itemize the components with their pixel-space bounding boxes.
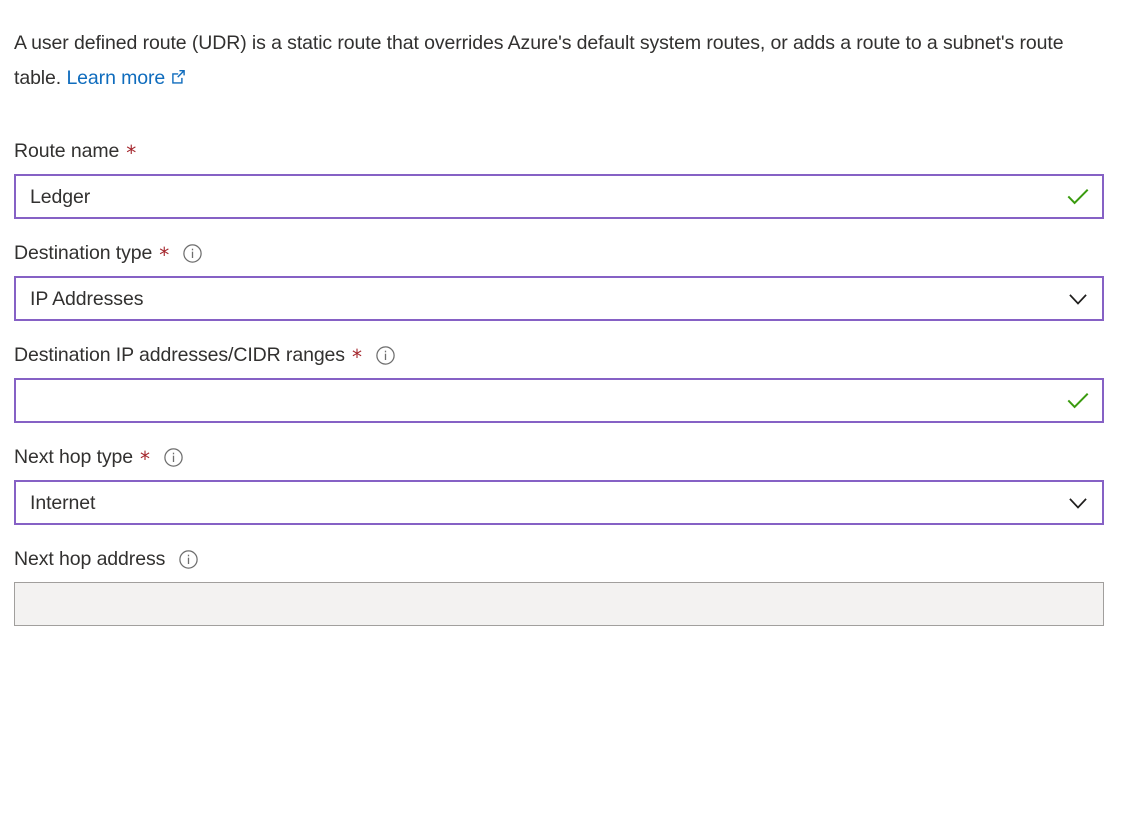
description-text: A user defined route (UDR) is a static r… — [14, 32, 1064, 89]
destination-ip-ranges-input[interactable] — [16, 388, 1054, 413]
required-indicator: * — [351, 345, 362, 369]
destination-type-value[interactable] — [16, 286, 1054, 311]
label-destination-ip-ranges: Destination IP addresses/CIDR ranges * — [14, 343, 1108, 367]
learn-more-link[interactable]: Learn more — [66, 67, 187, 89]
required-indicator: * — [140, 447, 150, 471]
label-text: Next hop type — [14, 446, 134, 468]
next-hop-address-control — [14, 582, 1104, 626]
label-text: Next hop address — [14, 548, 166, 570]
destination-type-control[interactable] — [14, 276, 1104, 321]
info-icon[interactable] — [163, 447, 184, 468]
route-name-input[interactable] — [16, 184, 1054, 209]
label-route-name: Route name * — [14, 139, 1108, 163]
learn-more-label: Learn more — [66, 67, 166, 89]
label-next-hop-address: Next hop address — [14, 547, 1108, 571]
next-hop-type-value[interactable] — [16, 490, 1054, 515]
blade-description: A user defined route (UDR) is a static r… — [14, 0, 1074, 97]
required-indicator: * — [126, 141, 137, 165]
required-indicator: * — [159, 243, 170, 267]
label-text: Route name — [14, 140, 120, 162]
field-destination-ip-ranges: Destination IP addresses/CIDR ranges * — [14, 343, 1108, 423]
field-destination-type: Destination type * — [14, 241, 1108, 321]
destination-ip-ranges-control[interactable] — [14, 378, 1104, 423]
external-link-icon — [170, 62, 187, 97]
next-hop-address-input — [15, 592, 1103, 616]
info-icon[interactable] — [178, 549, 199, 570]
route-form: Route name * Destination type * — [14, 139, 1108, 626]
chevron-down-icon[interactable] — [1054, 482, 1102, 523]
valid-check-icon — [1054, 380, 1102, 421]
valid-check-icon — [1054, 176, 1102, 217]
info-icon[interactable] — [182, 243, 203, 264]
info-icon[interactable] — [375, 345, 396, 366]
label-destination-type: Destination type * — [14, 241, 1108, 265]
chevron-down-icon[interactable] — [1054, 278, 1102, 319]
field-next-hop-type: Next hop type * — [14, 445, 1108, 525]
route-name-control[interactable] — [14, 174, 1104, 219]
label-text: Destination IP addresses/CIDR ranges — [14, 344, 345, 366]
field-next-hop-address: Next hop address — [14, 547, 1108, 626]
field-route-name: Route name * — [14, 139, 1108, 219]
label-text: Destination type — [14, 242, 153, 264]
label-next-hop-type: Next hop type * — [14, 445, 1108, 469]
next-hop-type-control[interactable] — [14, 480, 1104, 525]
